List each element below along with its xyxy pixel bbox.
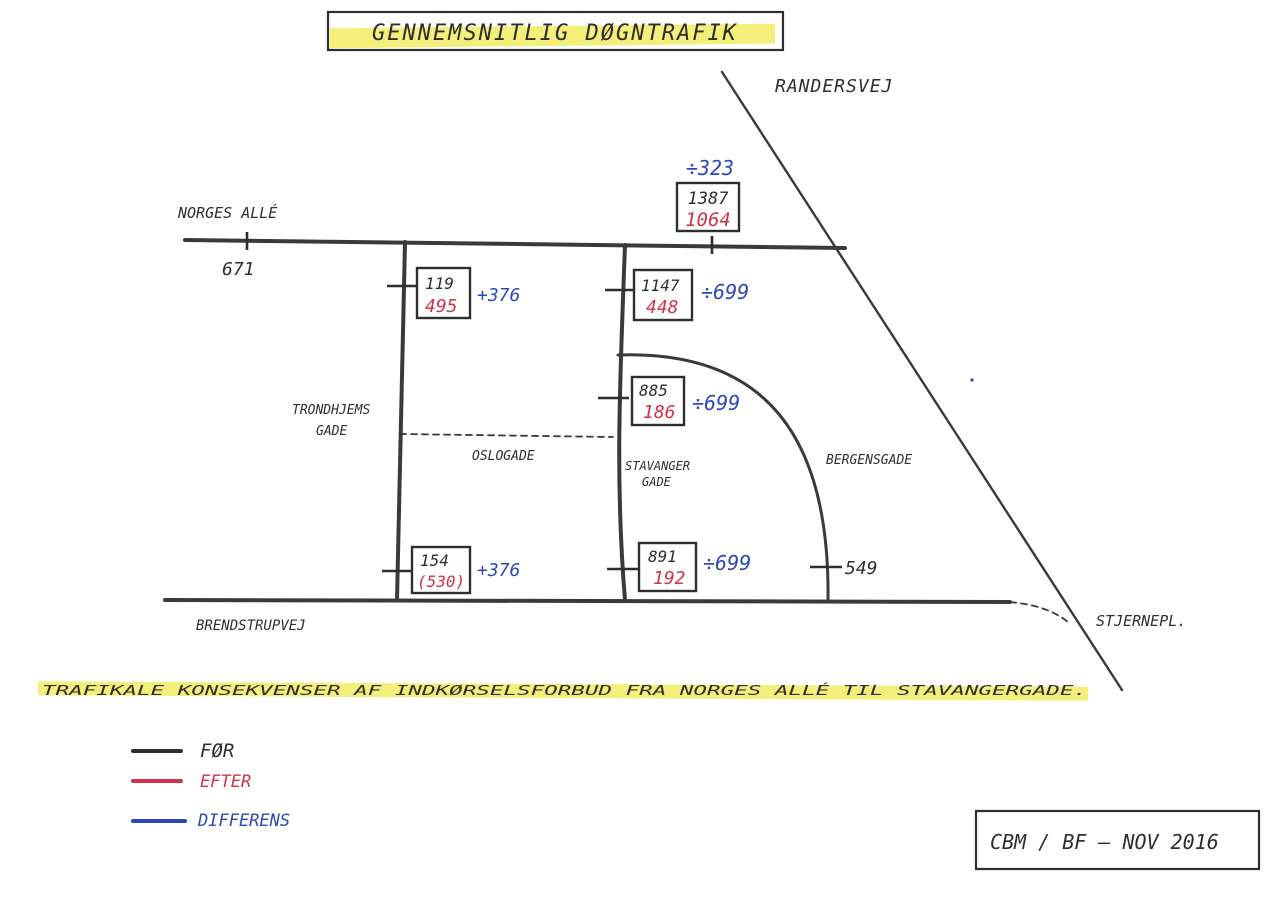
count-after: (530) [417,572,465,591]
street-label-stavangergade-1: STAVANGER [625,459,690,473]
count-before: 1147 [641,276,680,295]
count-diff: ÷699 [692,391,740,415]
count-stavangergade-south: 891 192 ÷699 [607,541,751,593]
title-highlight [329,23,776,49]
title-block: GENNEMSNITLIG DØGNTRAFIK [326,10,785,52]
legend-item-before: FØR [131,740,234,762]
count-before: 891 [648,547,677,566]
count-box [632,268,694,322]
street-labels: RANDERSVEJ NORGES ALLÉ TRONDHJEMS GADE O… [177,76,1186,634]
count-points: 671 ÷323 1387 1064 119 495 +376 154 (530… [222,156,878,595]
count-before: 154 [420,551,449,570]
road-network [163,70,1124,692]
count-box [675,181,741,233]
count-before: 119 [425,274,454,293]
road-bergensgade [616,353,830,602]
street-label-trondhjemsgade-1: TRONDHJEMS [292,403,370,418]
caption-highlight [37,681,1089,701]
legend-label: EFTER [200,772,251,792]
count-after: 448 [646,297,679,318]
count-box [637,541,698,593]
street-label-norges-alle: NORGES ALLÉ [177,203,277,222]
count-stavangergade-middle: 885 186 ÷699 [598,375,740,427]
legend: FØR EFTER DIFFERENS [131,740,290,831]
signature-text: CBM / BF – NOV 2016 [990,830,1219,854]
count-diff: ÷699 [703,551,751,575]
road-norges-alle [183,238,847,250]
count-diff: +376 [477,285,520,306]
title-frame [326,10,785,52]
caption-text: TRAFIKALE KONSEKVENSER AF INDKØRSELSFORB… [42,683,1087,699]
count-box [630,375,686,427]
count-before: 1387 [688,189,730,209]
caption-block: TRAFIKALE KONSEKVENSER AF INDKØRSELSFORB… [37,681,1089,701]
legend-label: DIFFERENS [197,811,290,831]
road-oslogade [399,433,614,438]
count-after: 1064 [685,209,731,231]
count-bergensgade: 549 [810,558,878,579]
street-label-randersvej: RANDERSVEJ [775,76,893,97]
count-diff: ÷323 [686,156,734,180]
count-after: 186 [643,402,676,423]
count-diff: ÷699 [701,280,749,304]
signature-frame [974,809,1261,871]
count-trondhjemsgade-north: 119 495 +376 [387,266,520,320]
count-before: 885 [639,381,668,400]
road-randersvej [720,70,1124,692]
street-label-brendstrupvej: BRENDSTRUPVEJ [196,618,306,634]
street-label-trondhjemsgade-2: GADE [316,424,347,439]
count-after: 192 [653,568,686,589]
road-stjernepl-connector [1009,601,1069,623]
count-trondhjemsgade-south: 154 (530) +376 [382,545,520,595]
legend-item-after: EFTER [131,772,251,792]
count-norges-alle-east: ÷323 1387 1064 [675,156,741,254]
ink-dot [970,378,974,382]
count-box [410,545,472,595]
count-norges-alle-west: 671 [222,232,255,280]
legend-item-difference: DIFFERENS [131,811,290,831]
count-diff: +376 [477,560,520,581]
road-trondhjemsgade [395,240,407,602]
count-before: 549 [845,558,878,579]
count-stavangergade-north: 1147 448 ÷699 [605,268,749,322]
road-brendstrupvej [163,598,1012,604]
road-stavangergade [617,243,627,602]
count-after: 495 [425,296,458,317]
street-label-oslogade: OSLOGADE [472,449,535,464]
page-title: GENNEMSNITLIG DØGNTRAFIK [372,21,738,46]
street-label-bergensgade: BERGENSGADE [826,453,912,468]
count-before: 671 [222,259,255,280]
street-label-stjernepl: STJERNEPL. [1096,612,1186,630]
count-box [415,266,472,320]
signature-block: CBM / BF – NOV 2016 [974,809,1261,871]
legend-label: FØR [200,740,234,762]
street-label-stavangergade-2: GADE [642,475,672,489]
